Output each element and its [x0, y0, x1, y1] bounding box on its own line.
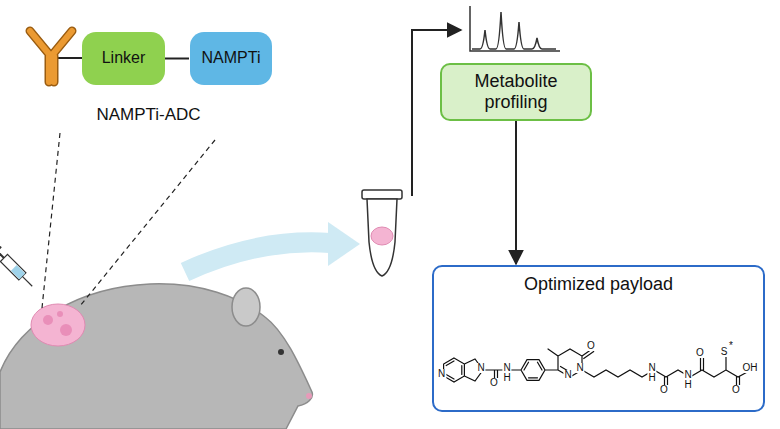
atom-label: H [647, 373, 656, 383]
syringe-barrel [0, 254, 25, 279]
flow-arrow-shaft [185, 242, 330, 272]
syringe [0, 247, 36, 291]
tube-cap [362, 190, 402, 199]
chromatogram-axes [470, 6, 560, 51]
atom-label: O [731, 385, 741, 395]
sample-tube [362, 190, 402, 276]
zoom-line [80, 140, 215, 306]
atom-label: OH [742, 363, 759, 373]
zoom-ellipse: NAMPTi-ADC Linker NAMPTi [5, 7, 292, 147]
result-box: Optimized payload NNONHNNONHONHOS*OOH [432, 265, 765, 412]
mouse-ear [232, 288, 260, 326]
atom-label: O [489, 378, 499, 388]
atom-label: N [575, 363, 584, 373]
flow-arrow [185, 222, 360, 272]
node-label: Metabolite profiling [450, 71, 582, 112]
atom-label: S [720, 347, 729, 357]
node-label: Optimized payload [524, 274, 673, 295]
atom-label: N [563, 370, 572, 380]
atom-label: N [647, 363, 656, 373]
flow-arrow-head [328, 222, 360, 266]
mouse [0, 284, 312, 429]
tumor-spot [57, 311, 63, 317]
bond [444, 349, 751, 390]
node-label: Linker [102, 49, 146, 67]
mouse-body [0, 284, 312, 429]
tube-tissue [371, 227, 393, 245]
node-label: NAMPTi [202, 49, 261, 67]
connector-arrow [515, 121, 517, 264]
connector-line [165, 58, 189, 60]
atom-label: H [502, 373, 511, 383]
atom-label: H [683, 380, 692, 390]
atom-label: O [659, 385, 669, 395]
tube-body [367, 199, 397, 276]
mouse-eye [278, 349, 284, 355]
process-box: Metabolite profiling [440, 63, 592, 121]
payload-box: NAMPTi [190, 32, 272, 85]
tumor [31, 304, 85, 346]
tumor-spot [43, 315, 53, 325]
atom-label: O [695, 348, 705, 358]
node-label: NAMPTi-ADC [96, 105, 200, 125]
atom-label: N [437, 369, 446, 379]
syringe-needle [22, 276, 32, 286]
chromatogram-trace [472, 12, 556, 49]
syringe-plunger [0, 251, 4, 258]
antibody-linker-line [56, 57, 82, 59]
mouse-nose [306, 393, 312, 399]
atom-label: N [476, 363, 485, 373]
atom-label: N [502, 363, 511, 373]
atom-label: * [728, 341, 734, 351]
linker-box: Linker [82, 32, 165, 85]
ellipse-shape [7, 9, 291, 146]
tumor-spot [60, 324, 72, 336]
antibody [30, 31, 72, 82]
atom-label: O [586, 341, 596, 351]
atom-label: N [683, 370, 692, 380]
zoom-line [42, 133, 60, 308]
syringe-handle [0, 247, 1, 255]
chromatogram [470, 6, 560, 51]
